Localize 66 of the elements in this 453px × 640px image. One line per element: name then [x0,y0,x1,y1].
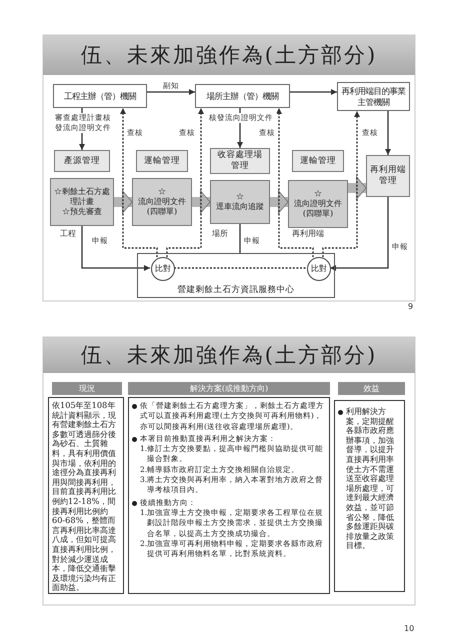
label-text: 再利用端目的事業主管機關 [341,86,406,107]
label-text: ☆流向證明文件(四聯單) [293,189,343,219]
text-panel [48,397,124,594]
label-text: ☆預先審查 [62,207,102,217]
column-header [338,382,405,395]
arrow [385,111,391,155]
label-text: 比對 [311,264,327,274]
heading-text: 效益 [364,384,380,394]
arrow [276,108,314,258]
agency-box [195,84,290,108]
connector [239,224,241,253]
label-text: 運輸管理 [300,156,336,166]
compare-circle [307,257,331,281]
agency-box [337,82,410,111]
heading-text: 伍、未來加強作為(土方部分) [80,42,378,68]
note-panel [50,178,114,226]
text-panel [128,397,330,594]
service-center-frame [137,253,335,298]
label-text: ☆逕車流向追蹤 [215,192,265,212]
label-text: ☆流向證明文件(四聯單) [137,187,187,217]
column-header [52,382,122,395]
paragraph: 依105年至108年統計資料顯示，現有營建剩餘土石方多數可透過篩分後為砂石、土質雜料，具有利用價值與市場，依利用的途徑分為直接再利用與間接再利用，目前直接再利用比例約12-18%，間接再利用比例約60-68%，整體而言再利用比率高達八成，但如可提高直接再利用比例，對於減少運送成本，降低交通衝擊及環境污染均有正面助益。 [52,401,117,593]
note-panel [288,180,348,228]
arrow [147,89,195,95]
arrow [120,108,158,258]
label-text: 運輸管理 [144,156,180,166]
block-arrow [270,190,288,214]
process-box [210,148,270,174]
arrow [330,197,389,271]
label-text: 工程主辦（管）機關 [64,90,136,102]
label-text: 再利用端管理 [370,165,406,187]
title-band [43,337,415,373]
label-text: 場所主辦（管）機關 [206,90,278,102]
label-text: 產源管理 [64,156,100,166]
process-box [292,150,344,172]
page-number: 10 [404,624,414,634]
compare-circle [151,257,175,281]
label-text: 營建剩餘土石方資訊服務中心 [178,285,294,296]
heading-text: 解決方案(或推動方向) [190,384,268,394]
page-number: 9 [408,302,414,312]
arrow [166,108,204,258]
note-panel [132,178,192,226]
block-arrow [114,190,132,214]
paragraph: 利用解決方案，定期提醒各縣市政府應辦事項，加強督導，以提升直接再利用率使土方不需運送至收容處理場所處理，可達到最大經濟效益，並可節省公帑，降低多餘運距與碳排放量之政策目標。 [346,407,395,551]
arrow [81,226,150,271]
block-arrow [348,176,366,200]
label-text: 再利用端 [292,229,324,239]
process-box [54,150,110,172]
label-text: 工程 [60,229,76,239]
column-header [128,382,330,395]
note-panel [210,180,270,224]
label-text: ☆剩餘土石方處理計畫 [54,187,110,207]
text-panel [334,400,405,592]
connector [174,267,306,269]
label-text: 比對 [155,264,171,274]
label-text: 收容處理場管理 [216,150,264,172]
title-band [43,35,415,75]
process-box [136,150,188,172]
block-arrow [192,190,210,214]
heading-text: 伍、未來加強作為(土方部分) [80,342,378,368]
agency-box [53,84,147,108]
arrow [290,89,337,95]
arrow [322,111,360,258]
heading-text: 現況 [79,384,95,394]
label-text: 場所 [212,229,228,239]
process-box [366,155,410,197]
